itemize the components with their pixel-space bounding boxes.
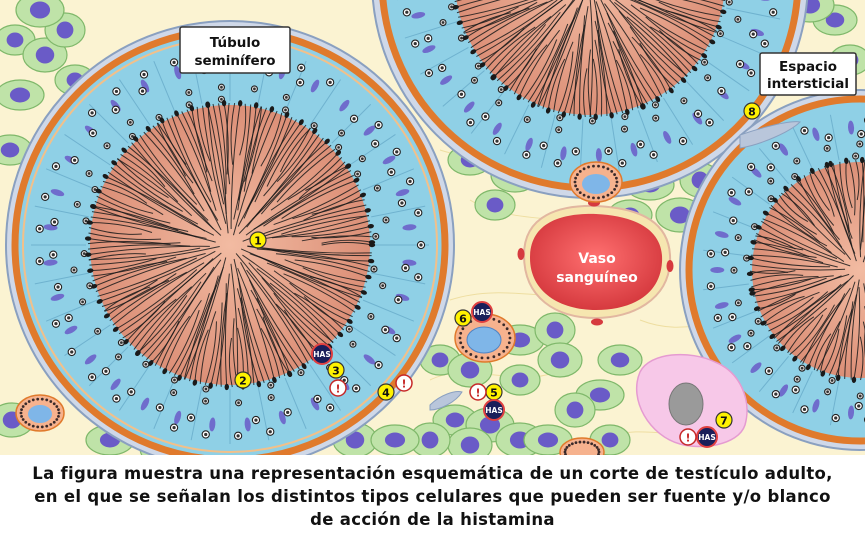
- svg-text:1: 1: [254, 235, 262, 248]
- figure-caption: La figura muestra una representación esq…: [0, 462, 865, 531]
- seminiferous-tubule-right: [679, 89, 865, 451]
- interstitial-label-line1: Espacio: [779, 59, 837, 75]
- svg-text:5: 5: [490, 387, 498, 400]
- testis-diagram: Túbulo seminífero Espacio intersticial V…: [0, 0, 865, 455]
- marker-2: 2: [234, 371, 252, 389]
- svg-text:7: 7: [720, 415, 728, 428]
- marker-4: 4: [377, 383, 395, 401]
- mast-cell-bottom: [559, 437, 605, 455]
- svg-text:!: !: [401, 378, 406, 391]
- interstitial-label-line2: intersticial: [767, 76, 849, 92]
- seminiferous-tubule-main: [5, 20, 455, 455]
- svg-text:6: 6: [459, 313, 467, 326]
- has-badge-7: HAS: [696, 426, 718, 448]
- svg-text:3: 3: [332, 365, 340, 378]
- tubule-label-line2: seminífero: [194, 53, 275, 69]
- svg-text:HAS: HAS: [473, 308, 490, 317]
- svg-text:!: !: [335, 383, 340, 396]
- has-badge-5: HAS: [483, 399, 505, 421]
- svg-text:2: 2: [239, 375, 247, 388]
- has-badge-3: HAS: [311, 343, 333, 365]
- vessel-label-line1: Vaso: [578, 251, 616, 267]
- caption-line-1: La figura muestra una representación esq…: [32, 464, 833, 483]
- tubule-label: Túbulo seminífero: [179, 26, 291, 74]
- marker-6: 6: [454, 309, 472, 327]
- spermatozoa-tails: [84, 99, 376, 391]
- caption-line-3: de acción de la histamina: [310, 510, 555, 529]
- mast-cell-left: [15, 394, 65, 432]
- marker-3: 3: [327, 361, 345, 379]
- myoid-cells: [429, 121, 802, 411]
- svg-text:HAS: HAS: [698, 433, 715, 442]
- marker-8: 8: [743, 102, 761, 120]
- svg-text:!: !: [475, 387, 480, 400]
- interstitial-label: Espacio intersticial: [759, 52, 857, 96]
- tubule-label-line1: Túbulo: [210, 35, 261, 51]
- svg-text:HAS: HAS: [313, 350, 330, 359]
- mast-cell-top: [569, 161, 623, 203]
- receptor-badge-5: !: [469, 383, 487, 401]
- vessel-label-line2: sanguíneo: [556, 270, 638, 286]
- receptor-badge-4: !: [395, 374, 413, 392]
- marker-7: 7: [715, 411, 733, 429]
- caption-line-2: en el que se señalan los distintos tipos…: [34, 487, 831, 506]
- svg-text:HAS: HAS: [485, 406, 502, 415]
- svg-text:!: !: [685, 432, 690, 445]
- receptor-badge-7: !: [679, 428, 697, 446]
- marker-1: 1: [249, 231, 267, 249]
- receptor-badge-3: !: [329, 379, 347, 397]
- marker-5: 5: [485, 383, 503, 401]
- seminiferous-tubule-top: [371, 0, 809, 199]
- blood-vessel: [517, 199, 674, 326]
- mast-cell-6: [454, 313, 516, 363]
- svg-text:8: 8: [748, 106, 756, 119]
- has-badge-6: HAS: [471, 301, 493, 323]
- svg-text:4: 4: [382, 387, 390, 400]
